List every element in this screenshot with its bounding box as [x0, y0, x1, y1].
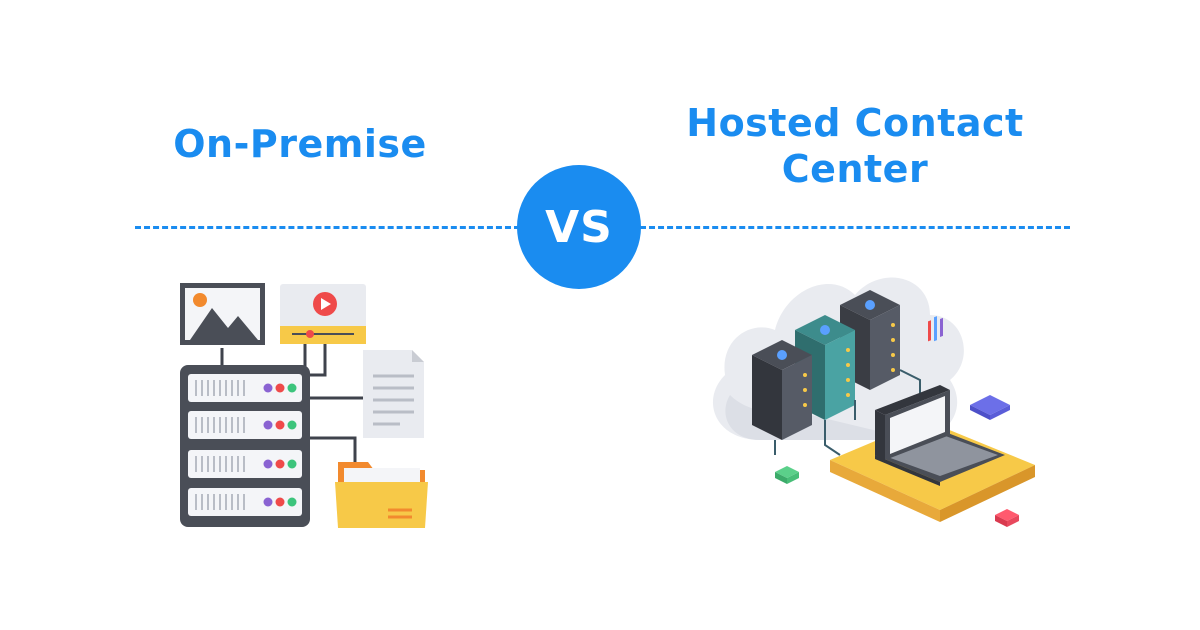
laptop-icon: [830, 316, 1035, 522]
dashed-divider-left: [135, 226, 520, 229]
video-player-icon: [280, 284, 366, 344]
hosted-contact-center-illustration: [712, 277, 1035, 527]
image-icon: [180, 283, 265, 345]
decorative-cubes: [775, 395, 1019, 527]
hosted-title-line-2: Center: [781, 147, 929, 191]
on-premise-illustration: [180, 283, 428, 528]
server-stacks: [752, 290, 900, 440]
document-icon: [363, 350, 424, 438]
vs-badge: VS: [517, 165, 641, 289]
folder-icon: [335, 462, 428, 528]
hosted-contact-center-heading: Hosted Contact Center: [640, 100, 1070, 192]
dashed-divider-right: [640, 226, 1070, 229]
hosted-title-line-1: Hosted Contact: [686, 101, 1024, 145]
server-rack-icon: [180, 365, 310, 527]
on-premise-heading: On-Premise: [173, 122, 427, 166]
